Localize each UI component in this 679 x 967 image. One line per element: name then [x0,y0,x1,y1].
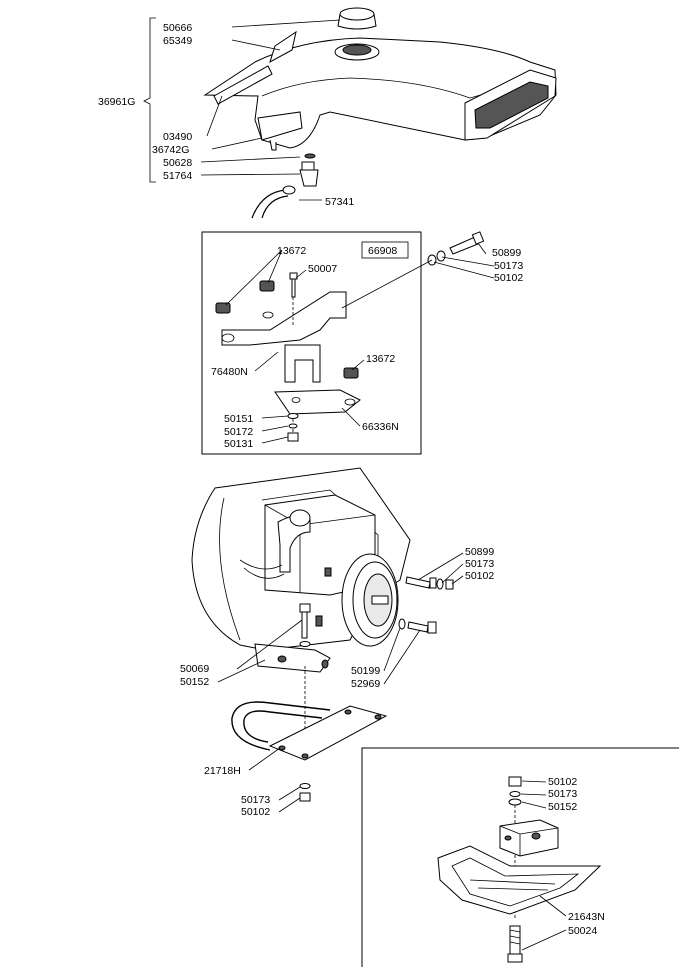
rubber-mount-lower [343,367,359,379]
label-50102-c: 50102 [241,806,270,818]
label-03490: 03490 [163,131,192,143]
fuel-valve-body [299,169,319,187]
label-36742G: 36742G [152,144,189,156]
bolt-50069-head [299,603,311,613]
label-52969: 52969 [351,678,380,690]
label-65349: 65349 [163,35,192,47]
label-50069: 50069 [180,663,209,675]
rubber-mount-left [215,302,231,314]
mount-kit-frame [201,231,422,455]
inset-bolt-head [507,953,523,963]
handle-frame [231,701,331,751]
mount-plate [268,705,388,761]
shaft [371,595,389,605]
filler-neck-opening [342,44,372,56]
fuel-valve [301,161,315,171]
bolt-50007-shank [291,278,296,298]
group-bracket [143,17,156,183]
bolt-52969 [407,621,429,633]
label-50007: 50007 [308,263,337,275]
label-50173-a: 50173 [494,260,523,272]
label-50899-b: 50899 [465,546,494,558]
label-50102-b: 50102 [465,570,494,582]
base-plate [274,389,361,415]
kit-code: 66908 [368,245,397,257]
label-36961G: 36961G [98,96,135,108]
label-inset-21643N: 21643N [568,911,605,923]
tank-drain-nub [269,139,277,151]
label-50173-b: 50173 [465,558,494,570]
label-50151: 50151 [224,413,253,425]
fuel-valve-washer [304,153,316,159]
mount-bracket [221,291,347,346]
hose-clamp [282,185,296,195]
label-76480N: 76480N [211,366,248,378]
bracket-leg [284,344,321,383]
rubber-mount-right [259,280,275,292]
bolt-50007-head [289,272,298,280]
label-57341: 57341 [325,196,354,208]
label-50173-c: 50173 [241,794,270,806]
inset-nut [508,776,522,787]
tank-edge [261,77,541,99]
kit-code-box [361,241,409,259]
engine-assembly: 50899 50173 50102 50069 50152 50199 5296… [180,467,494,818]
tank-side-slot [257,111,303,141]
fuel-gauge-strap [269,30,297,64]
nut-50102-lower [299,792,311,802]
inset-frame [361,747,679,967]
tank-end-opening [474,81,549,129]
mount-kit-section: 66908 [201,231,523,455]
bolt-50899-upper [449,236,479,255]
spacer-block [254,643,331,673]
fuel-cap-top [339,7,375,21]
label-inset-50173: 50173 [548,788,577,800]
label-50172: 50172 [224,426,253,438]
label-13672-b: 13672 [366,353,395,365]
label-50102-a: 50102 [494,272,523,284]
label-13672-a: 13672 [277,245,306,257]
inset-spacer-block [499,819,559,857]
label-inset-50152: 50152 [548,801,577,813]
fuel-hose [251,189,287,219]
label-50152: 50152 [180,676,209,688]
label-inset-50102: 50102 [548,776,577,788]
bolt-50069-shank [301,611,308,639]
label-50628: 50628 [163,157,192,169]
label-50199: 50199 [351,665,380,677]
label-51764: 51764 [163,170,192,182]
inset-mount-plate [437,845,602,915]
nut-50131 [287,432,299,442]
tank-bracket-strap [213,65,273,105]
label-50899-a: 50899 [492,247,521,259]
fuel-hose-edge [261,195,289,219]
fuel-tank-assembly: 36961G 50666 65349 03490 36742G 50628 51… [98,7,557,219]
bolt-50899-lower [405,576,431,589]
label-50666: 50666 [163,22,192,34]
label-66336N: 66336N [362,421,399,433]
inset-section: 50102 50173 50152 21643N 50024 [361,747,679,967]
label-50131: 50131 [224,438,253,450]
label-21718H: 21718H [204,765,241,777]
label-inset-50024: 50024 [568,925,597,937]
